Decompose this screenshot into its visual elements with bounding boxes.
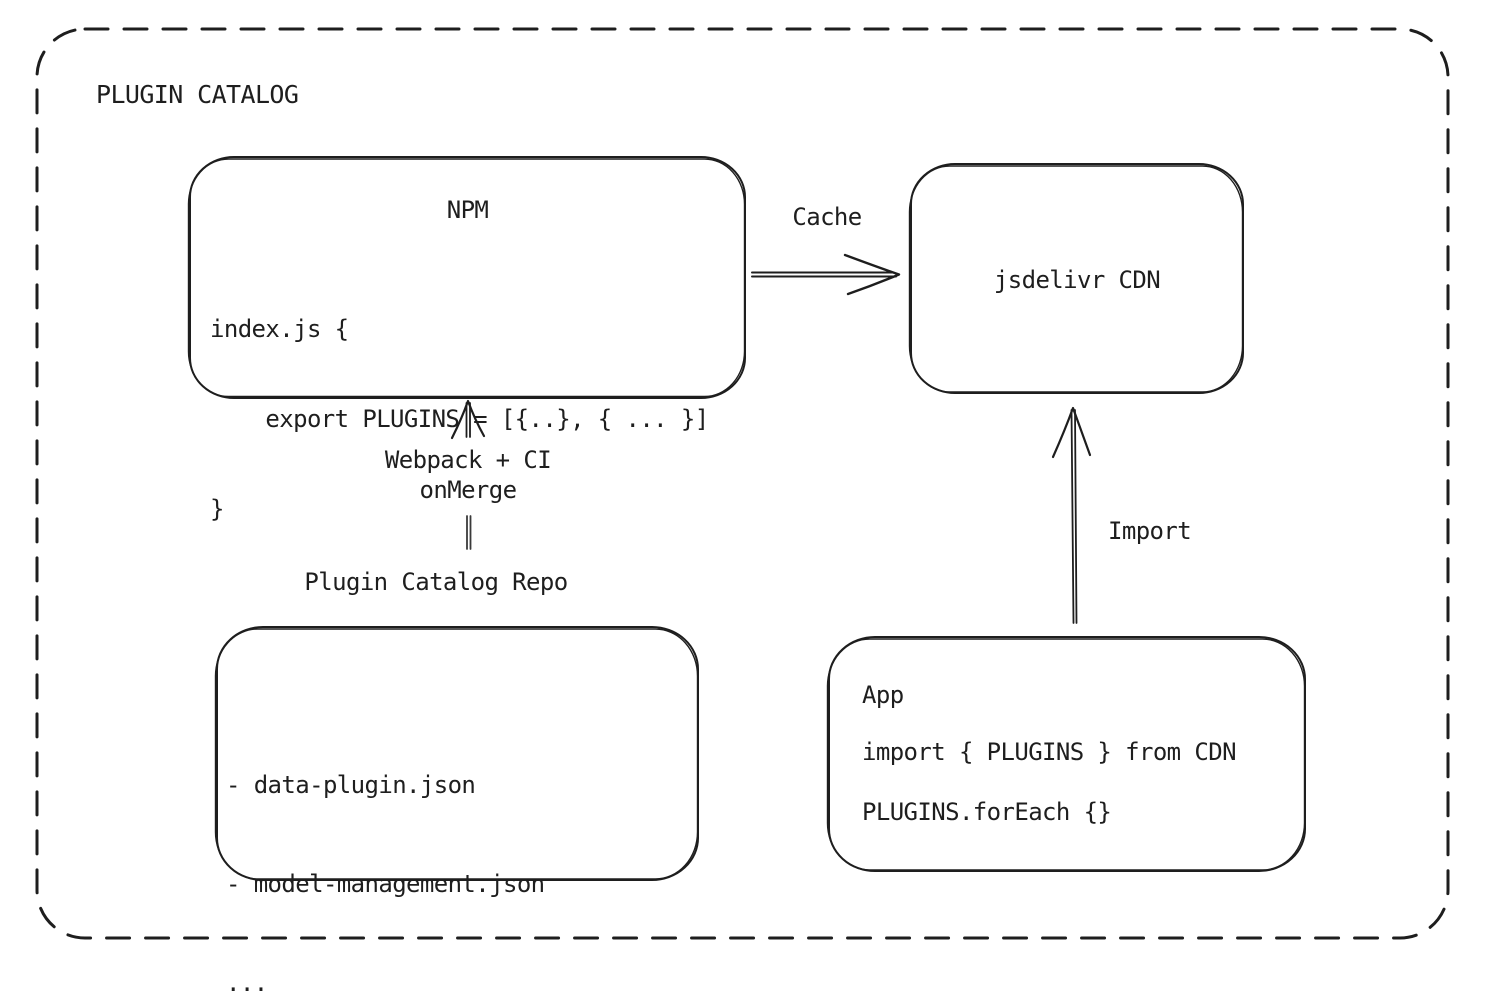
build-connector-segment — [466, 515, 472, 550]
app-title: App — [862, 681, 904, 709]
catalog-boundary-border — [35, 27, 1450, 940]
npm-code-line: } — [210, 495, 224, 523]
npm-code-line: export PLUGINS = [{..}, { ... }] — [210, 405, 709, 433]
catalog-title: PLUGIN CATALOG — [96, 80, 299, 109]
npm-code-line: index.js { — [210, 315, 349, 343]
app-box — [826, 636, 1306, 872]
npm-box — [187, 156, 746, 399]
npm-title: NPM — [446, 196, 489, 224]
import-edge-label: Import — [1108, 517, 1192, 545]
repo-file-line: - model-management.json — [226, 870, 545, 898]
app-code-line: PLUGINS.forEach {} — [862, 798, 1112, 826]
build-edge-label-line1: Webpack + CI — [384, 446, 552, 474]
build-edge-label-line2: onMerge — [419, 476, 518, 504]
npm-code-block: index.js { export PLUGINS = [{..}, { ...… — [210, 254, 709, 584]
app-code-line: import { PLUGINS } from CDN — [862, 738, 1237, 766]
repo-label: Plugin Catalog Repo — [304, 568, 568, 596]
cache-edge-label: Cache — [792, 203, 862, 231]
cdn-title: jsdelivr CDN — [993, 266, 1161, 294]
repo-file-list: - data-plugin.json - model-management.js… — [226, 703, 545, 1002]
repo-box — [214, 626, 699, 881]
repo-file-line: ... — [226, 969, 268, 997]
repo-file-line: - data-plugin.json — [226, 771, 476, 799]
import-arrow — [1051, 406, 1092, 624]
cache-arrow — [751, 253, 901, 296]
cdn-box — [908, 163, 1244, 394]
build-arrow — [450, 399, 486, 440]
